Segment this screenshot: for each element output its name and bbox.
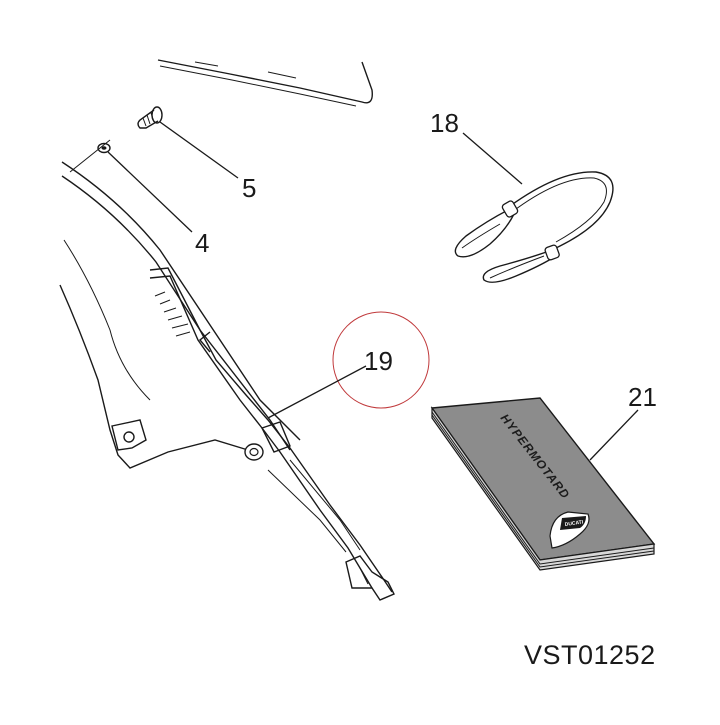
leader-5 — [159, 121, 239, 179]
washer-part-4 — [97, 142, 111, 154]
badge-label: DUCATI — [564, 519, 584, 528]
leader-lines — [107, 121, 639, 461]
callout-4: 4 — [195, 228, 209, 258]
strip-part-19 — [149, 267, 395, 601]
leader-18 — [462, 132, 523, 185]
leader-19 — [267, 365, 367, 419]
callout-21: 21 — [628, 382, 657, 412]
screw-part-5 — [137, 106, 163, 129]
booklet-part-21: DUCATI HYPERMOTARD — [430, 397, 656, 571]
highlight-circle — [332, 311, 430, 409]
callout-18: 18 — [430, 108, 459, 138]
lanyard-part-18 — [454, 171, 614, 283]
side-panel — [59, 139, 301, 469]
booklet-badge: DUCATI — [549, 511, 590, 549]
callout-5: 5 — [242, 173, 256, 203]
leader-4 — [107, 151, 193, 233]
callout-19: 19 — [364, 346, 393, 376]
reference-code: VST01252 — [524, 640, 656, 670]
leader-21 — [589, 409, 639, 461]
tail-cover-edge — [157, 59, 373, 107]
